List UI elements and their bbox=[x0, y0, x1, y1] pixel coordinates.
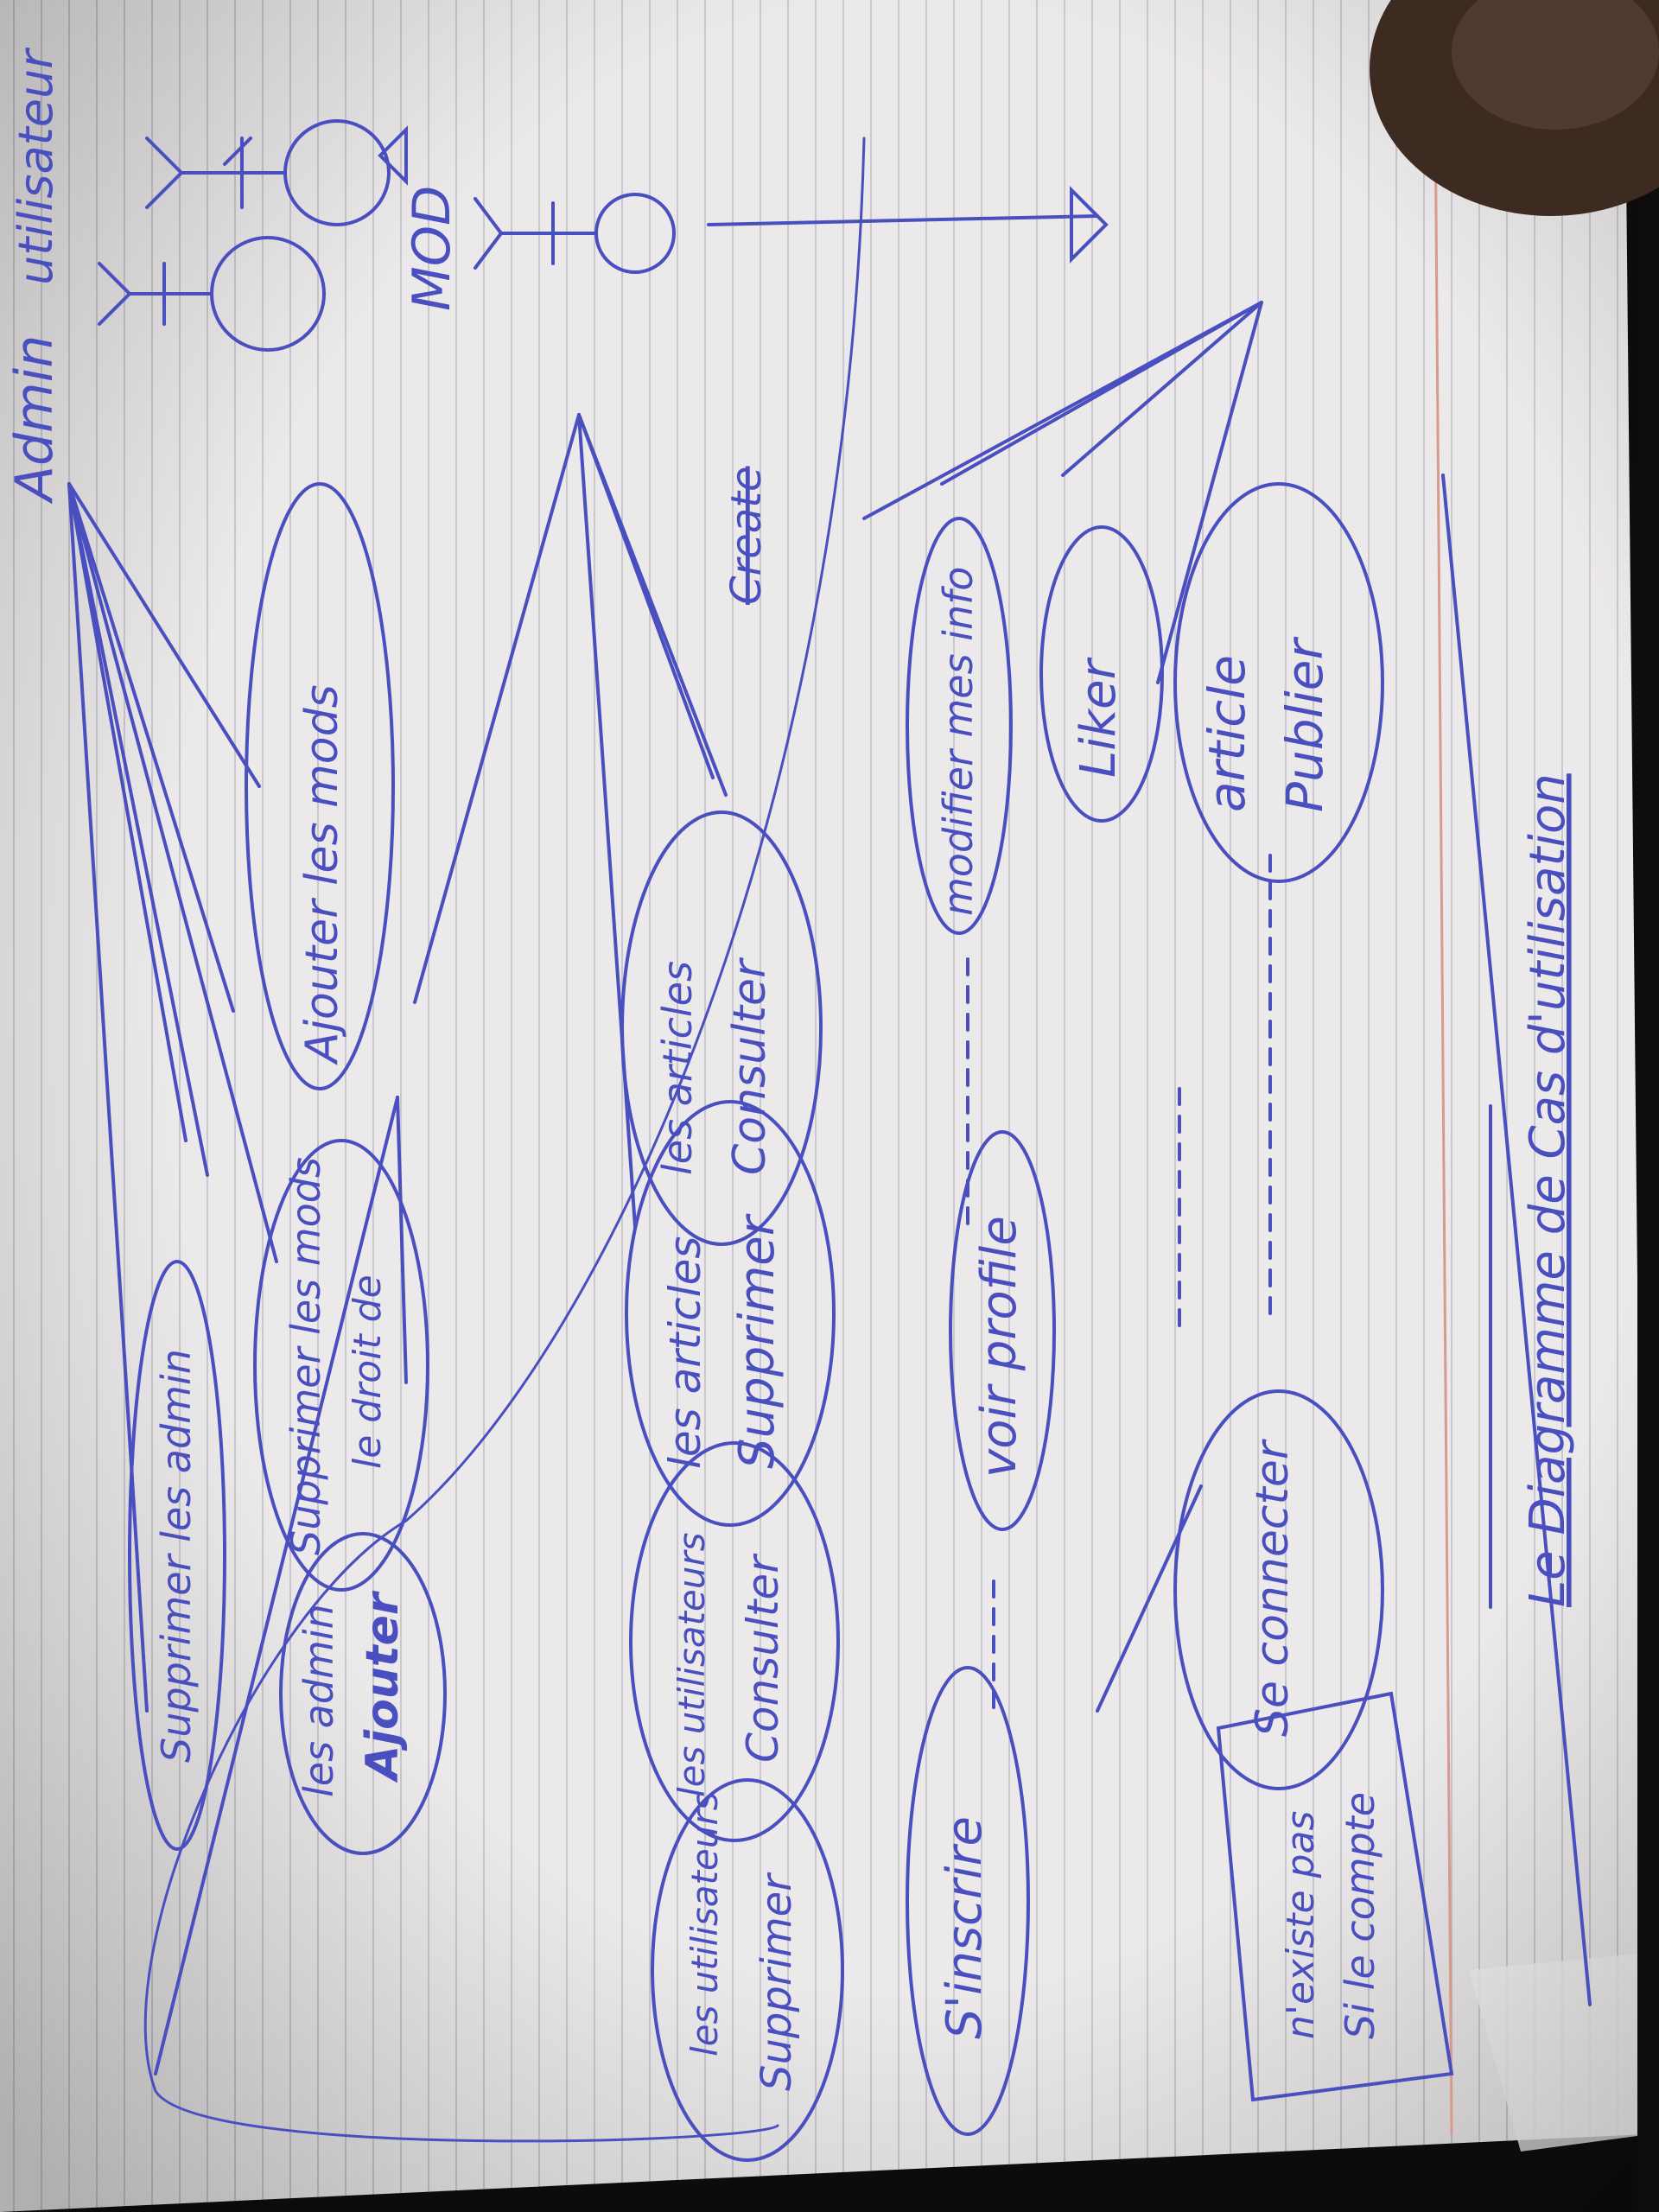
svg-text:Ajouter: Ajouter bbox=[357, 1590, 409, 1783]
stray-label: Create bbox=[722, 466, 771, 605]
svg-text:Supprimer les admin: Supprimer les admin bbox=[153, 1349, 200, 1763]
svg-text:les utilisateurs: les utilisateurs bbox=[683, 1791, 726, 2056]
svg-text:les utilisateurs: les utilisateurs bbox=[671, 1532, 713, 1797]
svg-text:Publier: Publier bbox=[1275, 637, 1334, 812]
usecase-supprimer-admin: Supprimer les admin bbox=[128, 1260, 226, 1851]
usecase-supprimer-articles: Supprimer les articles bbox=[625, 1100, 836, 1527]
actor-admin-label: Admin bbox=[4, 335, 65, 505]
actor-moderator-label: MOD bbox=[402, 186, 462, 311]
note-compte-inexistant: Si le compte n'existe pas bbox=[1216, 1691, 1454, 2102]
usecase-voir-profile: voir profile bbox=[949, 1130, 1056, 1531]
usecase-ajouter-mods: Ajouter les mods bbox=[245, 482, 395, 1090]
svg-text:les admin: les admin bbox=[296, 1604, 342, 1797]
svg-text:Si le compte: Si le compte bbox=[1337, 1792, 1383, 2039]
usecase-modifier-info: modifier mes info bbox=[906, 517, 1013, 935]
usecase-supprimer-mods: le droit de Supprimer les mods bbox=[253, 1139, 429, 1592]
svg-text:Supprimer: Supprimer bbox=[753, 1872, 801, 2091]
usecase-consulter-utilisateurs: Consulter les utilisateurs bbox=[629, 1441, 840, 1842]
actor-admin: Admin bbox=[4, 236, 326, 505]
svg-text:modifier mes info: modifier mes info bbox=[935, 567, 982, 916]
svg-text:Liker: Liker bbox=[1071, 657, 1127, 778]
svg-text:les articles: les articles bbox=[660, 1236, 710, 1469]
actor-user-label: utilisateur bbox=[9, 48, 63, 285]
svg-text:Supprimer les mods: Supprimer les mods bbox=[283, 1157, 329, 1555]
svg-text:S'inscrire: S'inscrire bbox=[937, 1816, 993, 2039]
usecase-supprimer-utilisateurs: Supprimer les utilisateurs bbox=[651, 1778, 844, 2162]
svg-text:Se connecter: Se connecter bbox=[1247, 1438, 1299, 1737]
usecase-ajouter-admin: Ajouter les admin bbox=[279, 1532, 447, 1855]
svg-text:les articles: les articles bbox=[654, 961, 701, 1175]
svg-text:n'existe pas: n'existe pas bbox=[1279, 1811, 1323, 2039]
svg-text:le droit de: le droit de bbox=[346, 1274, 390, 1469]
actor-moderator: MOD bbox=[402, 186, 676, 311]
use-case-diagram: Le Diagramme de Cas d'utilisation utilis… bbox=[4, 48, 1592, 2162]
svg-text:voir profile: voir profile bbox=[971, 1216, 1027, 1478]
diagram-title: Le Diagramme de Cas d'utilisation bbox=[1520, 773, 1576, 1607]
actor-user: utilisateur bbox=[9, 48, 391, 285]
svg-text:Ajouter les mods: Ajouter les mods bbox=[296, 684, 348, 1065]
usecase-sinscrire: S'inscrire bbox=[906, 1666, 1030, 2136]
svg-text:Supprimer: Supprimer bbox=[729, 1213, 785, 1469]
usecase-liker: Liker bbox=[1039, 525, 1164, 823]
svg-text:Consulter: Consulter bbox=[738, 1553, 788, 1763]
svg-text:Consulter: Consulter bbox=[724, 957, 776, 1175]
usecase-publier-article: Publier article bbox=[1173, 482, 1384, 883]
usecase-se-connecter: Se connecter bbox=[1173, 1389, 1384, 1790]
system-boundary bbox=[1441, 474, 1592, 2006]
svg-text:article: article bbox=[1198, 655, 1256, 812]
margin-line bbox=[1433, 0, 1453, 2135]
usecase-consulter-articles: Consulter les articles bbox=[620, 810, 823, 1246]
